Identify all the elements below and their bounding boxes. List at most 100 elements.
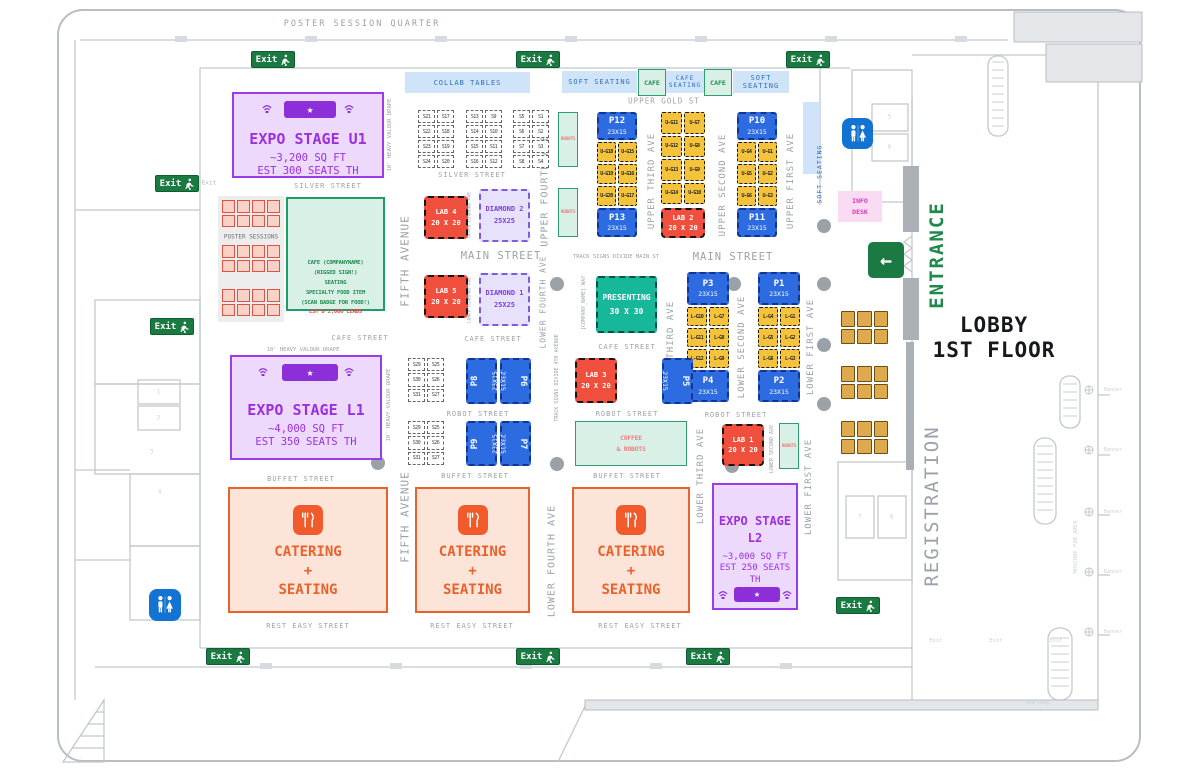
soft-seating-area[interactable]: SOFT SEATING bbox=[803, 102, 823, 203]
poster-table[interactable] bbox=[222, 303, 235, 316]
robots-pod[interactable]: ROBOTS bbox=[779, 423, 799, 469]
booth[interactable]: U-G14 bbox=[661, 182, 682, 204]
booth[interactable]: S15 bbox=[466, 140, 483, 153]
booth[interactable]: U-G5 bbox=[737, 164, 756, 184]
catering-area-2[interactable]: CATERING + SEATING bbox=[415, 487, 530, 613]
poster-table[interactable] bbox=[252, 259, 265, 272]
booth[interactable]: S7 bbox=[513, 140, 530, 153]
booth[interactable]: U-G2 bbox=[758, 164, 777, 184]
booth[interactable]: S26 bbox=[427, 436, 444, 450]
coffee-robots-area[interactable]: COFFEE & ROBOTS bbox=[575, 421, 687, 466]
booth[interactable]: S18 bbox=[437, 125, 454, 138]
booth[interactable]: S13 bbox=[466, 110, 483, 123]
booth[interactable]: S31 bbox=[408, 451, 425, 465]
booth[interactable] bbox=[857, 421, 872, 437]
booth[interactable]: U-G7 bbox=[684, 112, 705, 134]
booth[interactable] bbox=[841, 366, 856, 382]
poster-table[interactable] bbox=[237, 259, 250, 272]
poster-table[interactable] bbox=[252, 214, 265, 227]
booth[interactable]: L-G4 bbox=[758, 307, 778, 326]
booth[interactable]: S2 bbox=[532, 125, 549, 138]
booth[interactable] bbox=[857, 328, 872, 344]
booth[interactable]: U-G16 bbox=[618, 164, 637, 184]
robots-pod[interactable]: ROBOTS bbox=[558, 112, 578, 167]
expo-stage-l1[interactable]: ★ EXPO STAGE L1 ~4,000 SQ FT EST 350 SEA… bbox=[230, 355, 382, 460]
booth[interactable]: S10 bbox=[485, 125, 502, 138]
booth[interactable]: U-G17 bbox=[618, 186, 637, 206]
booth[interactable] bbox=[841, 383, 856, 399]
expo-stage-l2[interactable]: EXPO STAGE L2 ~3,000 SQ FT EST 250 SEATS… bbox=[712, 483, 798, 610]
booth[interactable] bbox=[841, 421, 856, 437]
poster-table[interactable] bbox=[222, 289, 235, 302]
booth[interactable]: S16 bbox=[466, 155, 483, 168]
booth[interactable] bbox=[873, 328, 888, 344]
booth[interactable]: S6 bbox=[513, 125, 530, 138]
booth[interactable]: U-G18 bbox=[597, 142, 616, 162]
booth[interactable] bbox=[841, 311, 856, 327]
booth[interactable]: S25 bbox=[427, 358, 444, 372]
booth[interactable]: L-G1 bbox=[780, 307, 800, 326]
booth[interactable]: U-G9 bbox=[684, 159, 705, 181]
booth[interactable] bbox=[841, 328, 856, 344]
booth[interactable]: S29 bbox=[408, 421, 425, 435]
booth[interactable]: U-G4 bbox=[737, 142, 756, 162]
catering-area-3[interactable]: CATERING + SEATING bbox=[572, 487, 690, 613]
cafe-seating-area[interactable]: CAFE SEATING bbox=[666, 71, 704, 93]
poster-table[interactable] bbox=[267, 214, 280, 227]
catering-area-1[interactable]: CATERING + SEATING bbox=[228, 487, 388, 613]
booth[interactable]: L-G5 bbox=[758, 328, 778, 347]
booth[interactable]: S9 bbox=[485, 110, 502, 123]
booth[interactable] bbox=[873, 438, 888, 454]
expo-stage-u1[interactable]: ★ EXPO STAGE U1 ~3,200 SQ FT EST 300 SEA… bbox=[232, 92, 384, 178]
poster-table[interactable] bbox=[237, 303, 250, 316]
poster-table[interactable] bbox=[252, 289, 265, 302]
booth[interactable] bbox=[841, 438, 856, 454]
poster-table[interactable] bbox=[267, 200, 280, 213]
soft-seating-area[interactable]: SOFT SEATING bbox=[562, 71, 637, 93]
poster-table[interactable] bbox=[222, 200, 235, 213]
booth[interactable]: U-G20 bbox=[597, 186, 616, 206]
poster-table[interactable] bbox=[252, 200, 265, 213]
booth[interactable]: U-G3 bbox=[758, 186, 777, 206]
booth[interactable]: S12 bbox=[485, 155, 502, 168]
booth[interactable]: U-G8 bbox=[684, 135, 705, 157]
booth[interactable]: L-G8 bbox=[709, 328, 729, 347]
booth[interactable]: U-G1 bbox=[758, 142, 777, 162]
info-desk[interactable]: INFO DESK bbox=[838, 191, 882, 222]
robots-pod[interactable]: ROBOTS bbox=[558, 188, 578, 237]
poster-table[interactable] bbox=[267, 259, 280, 272]
booth[interactable]: S20 bbox=[437, 155, 454, 168]
booth[interactable]: L-G10 bbox=[687, 307, 707, 326]
booth[interactable]: S8 bbox=[513, 155, 530, 168]
booth[interactable]: S30 bbox=[408, 436, 425, 450]
booth[interactable]: U-G12 bbox=[661, 135, 682, 157]
poster-table[interactable] bbox=[267, 289, 280, 302]
poster-table[interactable] bbox=[267, 245, 280, 258]
booth[interactable]: S17 bbox=[437, 110, 454, 123]
booth[interactable]: L-G3 bbox=[780, 349, 800, 368]
poster-table[interactable] bbox=[237, 214, 250, 227]
booth[interactable]: U-G15 bbox=[618, 142, 637, 162]
booth[interactable]: S24 bbox=[418, 155, 435, 168]
booth[interactable] bbox=[857, 438, 872, 454]
poster-table[interactable] bbox=[237, 200, 250, 213]
booth[interactable]: U-G11 bbox=[661, 112, 682, 134]
collab-tables-area[interactable]: COLLAB TABLES bbox=[405, 72, 530, 93]
booth[interactable]: L-G11 bbox=[687, 328, 707, 347]
booth[interactable]: S11 bbox=[485, 140, 502, 153]
booth[interactable]: S26 bbox=[427, 373, 444, 387]
